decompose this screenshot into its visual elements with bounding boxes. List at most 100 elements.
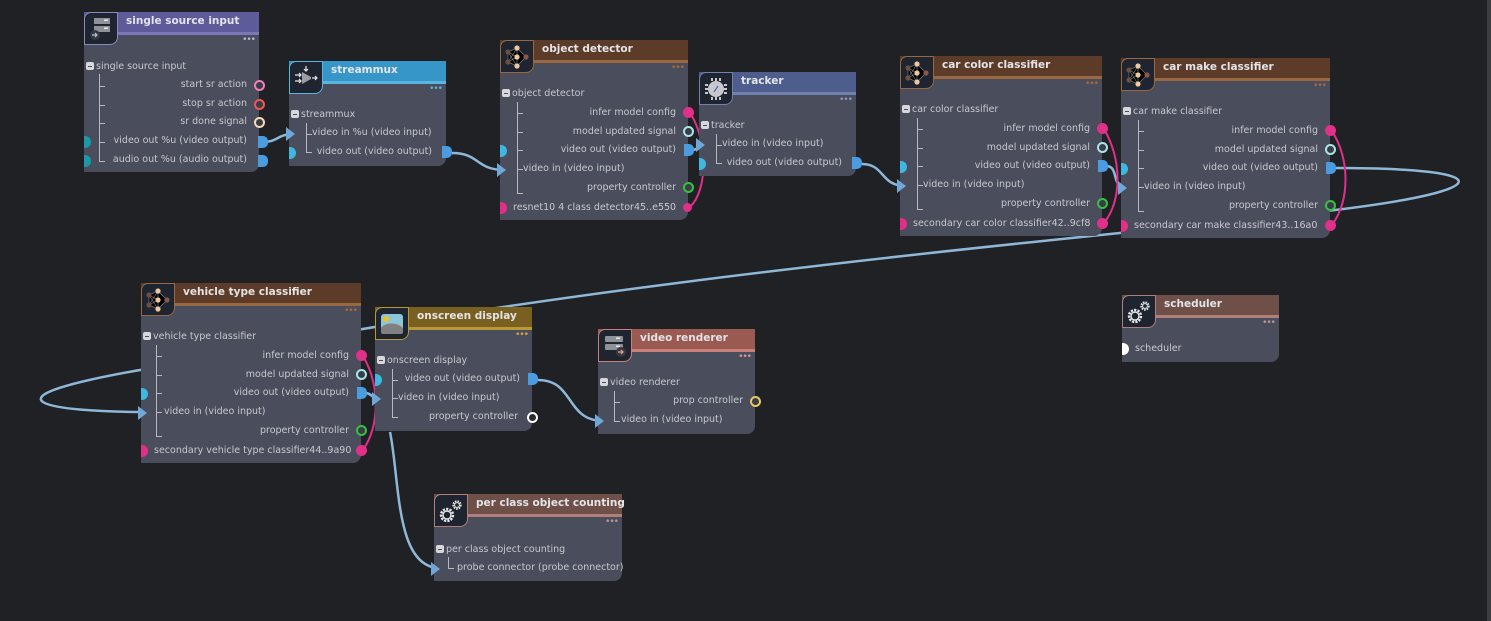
port-video-in[interactable] bbox=[286, 127, 295, 141]
node-per-class-object-counting[interactable]: per class object counting ••• per class … bbox=[431, 494, 625, 581]
node-menu-button[interactable]: ••• bbox=[738, 352, 752, 362]
node-menu-button[interactable]: ••• bbox=[1262, 318, 1276, 328]
port-scheduler[interactable] bbox=[1122, 343, 1129, 355]
group-toggle[interactable]: streammux bbox=[291, 109, 355, 120]
node-menu-button[interactable]: ••• bbox=[515, 330, 529, 340]
port-prop-controller[interactable] bbox=[750, 396, 761, 407]
canvas-scrollbar[interactable] bbox=[1487, 0, 1491, 621]
node-single-source-input[interactable]: single source input ••• single source in… bbox=[84, 12, 268, 172]
collapse-icon[interactable] bbox=[377, 356, 385, 364]
port-video-out-socket[interactable] bbox=[500, 145, 507, 157]
port-start-sr-action[interactable] bbox=[254, 80, 265, 91]
port-video-in[interactable] bbox=[595, 414, 604, 428]
port-property-controller[interactable] bbox=[527, 412, 538, 423]
node-menu-button[interactable]: ••• bbox=[429, 84, 443, 94]
port-model-in[interactable] bbox=[141, 445, 148, 457]
port-property-controller[interactable] bbox=[356, 425, 367, 436]
port-audio-in-left[interactable] bbox=[84, 155, 91, 167]
port-infer-model-config[interactable] bbox=[683, 107, 694, 118]
node-header[interactable] bbox=[84, 12, 259, 32]
port-video-in[interactable] bbox=[138, 406, 147, 420]
port-property-controller[interactable] bbox=[1325, 200, 1336, 211]
collapse-icon[interactable] bbox=[502, 89, 510, 97]
collapse-icon[interactable] bbox=[436, 545, 444, 553]
port-model-updated-signal[interactable] bbox=[1097, 142, 1108, 153]
group-toggle[interactable]: car make classifier bbox=[1123, 106, 1222, 117]
node-tracker[interactable]: tracker ••• tracker video in (video inpu… bbox=[696, 72, 862, 176]
group-toggle[interactable]: single source input bbox=[86, 61, 186, 72]
node-menu-button[interactable]: ••• bbox=[344, 306, 358, 316]
port-audio-out[interactable] bbox=[258, 155, 268, 167]
port-infer-model-config[interactable] bbox=[356, 350, 367, 361]
port-stop-sr-action[interactable] bbox=[254, 99, 265, 110]
node-object-detector[interactable]: object detector ••• object detector infe… bbox=[497, 40, 694, 220]
port-model-out[interactable] bbox=[683, 203, 692, 212]
port-video-out[interactable] bbox=[852, 157, 862, 169]
node-car-make-classifier[interactable]: car make classifier ••• car make classif… bbox=[1118, 58, 1336, 238]
group-toggle[interactable]: car color classifier bbox=[902, 104, 998, 115]
group-toggle[interactable]: video renderer bbox=[600, 377, 680, 388]
collapse-icon[interactable] bbox=[902, 105, 910, 113]
node-header[interactable] bbox=[900, 56, 1102, 76]
node-video-renderer[interactable]: video renderer ••• video renderer prop c… bbox=[595, 329, 761, 434]
port-model-in[interactable] bbox=[900, 218, 907, 230]
port-video-out[interactable] bbox=[684, 144, 694, 156]
port-property-controller[interactable] bbox=[683, 182, 694, 193]
node-scheduler[interactable]: scheduler ••• scheduler bbox=[1122, 295, 1279, 362]
group-toggle[interactable]: vehicle type classifier bbox=[143, 331, 256, 342]
node-menu-button[interactable]: ••• bbox=[605, 517, 619, 527]
port-video-out-socket[interactable] bbox=[900, 161, 907, 173]
port-video-out-socket[interactable] bbox=[1121, 163, 1128, 175]
node-menu-button[interactable]: ••• bbox=[671, 63, 685, 73]
port-video-in[interactable] bbox=[497, 163, 506, 177]
wire-osd-to-counting[interactable] bbox=[388, 431, 441, 570]
node-menu-button[interactable]: ••• bbox=[1313, 81, 1327, 91]
node-header[interactable] bbox=[434, 494, 622, 514]
port-video-out[interactable] bbox=[1098, 160, 1108, 172]
port-model-out[interactable] bbox=[1097, 218, 1108, 229]
port-model-updated-signal[interactable] bbox=[1325, 144, 1336, 155]
port-model-in[interactable] bbox=[1121, 220, 1128, 232]
collapse-icon[interactable] bbox=[1123, 107, 1131, 115]
node-onscreen-display[interactable]: onscreen display ••• onscreen display vi… bbox=[372, 307, 538, 431]
node-menu-button[interactable]: ••• bbox=[242, 35, 256, 45]
group-toggle[interactable]: onscreen display bbox=[377, 355, 467, 366]
node-header[interactable] bbox=[699, 72, 856, 92]
port-model-out[interactable] bbox=[1325, 220, 1336, 231]
port-video-in[interactable] bbox=[1118, 181, 1127, 195]
port-model-out[interactable] bbox=[356, 445, 367, 456]
node-vehicle-type-classifier[interactable]: vehicle type classifier ••• vehicle type… bbox=[138, 283, 367, 463]
port-video-out[interactable] bbox=[357, 387, 367, 399]
group-toggle[interactable]: tracker bbox=[701, 120, 745, 131]
port-model-updated-signal[interactable] bbox=[356, 369, 367, 380]
collapse-icon[interactable] bbox=[600, 378, 608, 386]
port-video-out-socket[interactable] bbox=[141, 388, 148, 400]
port-video-out[interactable] bbox=[258, 136, 268, 148]
port-video-out[interactable] bbox=[1326, 162, 1336, 174]
port-video-in-left[interactable] bbox=[84, 136, 91, 148]
port-video-out[interactable] bbox=[528, 373, 538, 385]
port-model-updated-signal[interactable] bbox=[683, 126, 694, 137]
port-video-in[interactable] bbox=[897, 179, 906, 193]
port-property-controller[interactable] bbox=[1097, 198, 1108, 209]
node-streammux[interactable]: streammux ••• streammux video in %u (vid… bbox=[286, 61, 452, 166]
port-model-in[interactable] bbox=[500, 202, 507, 214]
port-video-out[interactable] bbox=[442, 146, 452, 158]
collapse-icon[interactable] bbox=[701, 121, 709, 129]
port-video-in-socket[interactable] bbox=[699, 158, 706, 170]
port-video-in[interactable] bbox=[696, 138, 705, 152]
node-header[interactable] bbox=[1121, 58, 1330, 78]
node-car-color-classifier[interactable]: car color classifier ••• car color class… bbox=[897, 56, 1108, 236]
port-video-in[interactable] bbox=[372, 392, 381, 406]
port-video-in-socket[interactable] bbox=[289, 147, 296, 159]
collapse-icon[interactable] bbox=[86, 62, 94, 70]
node-header[interactable] bbox=[289, 61, 446, 81]
port-video-out-socket[interactable] bbox=[375, 374, 382, 386]
group-toggle[interactable]: object detector bbox=[502, 88, 584, 99]
group-toggle[interactable]: per class object counting bbox=[436, 544, 565, 555]
node-menu-button[interactable]: ••• bbox=[1085, 79, 1099, 89]
node-menu-button[interactable]: ••• bbox=[839, 95, 853, 105]
collapse-icon[interactable] bbox=[291, 110, 299, 118]
port-sr-done-signal[interactable] bbox=[254, 117, 265, 128]
collapse-icon[interactable] bbox=[143, 332, 151, 340]
